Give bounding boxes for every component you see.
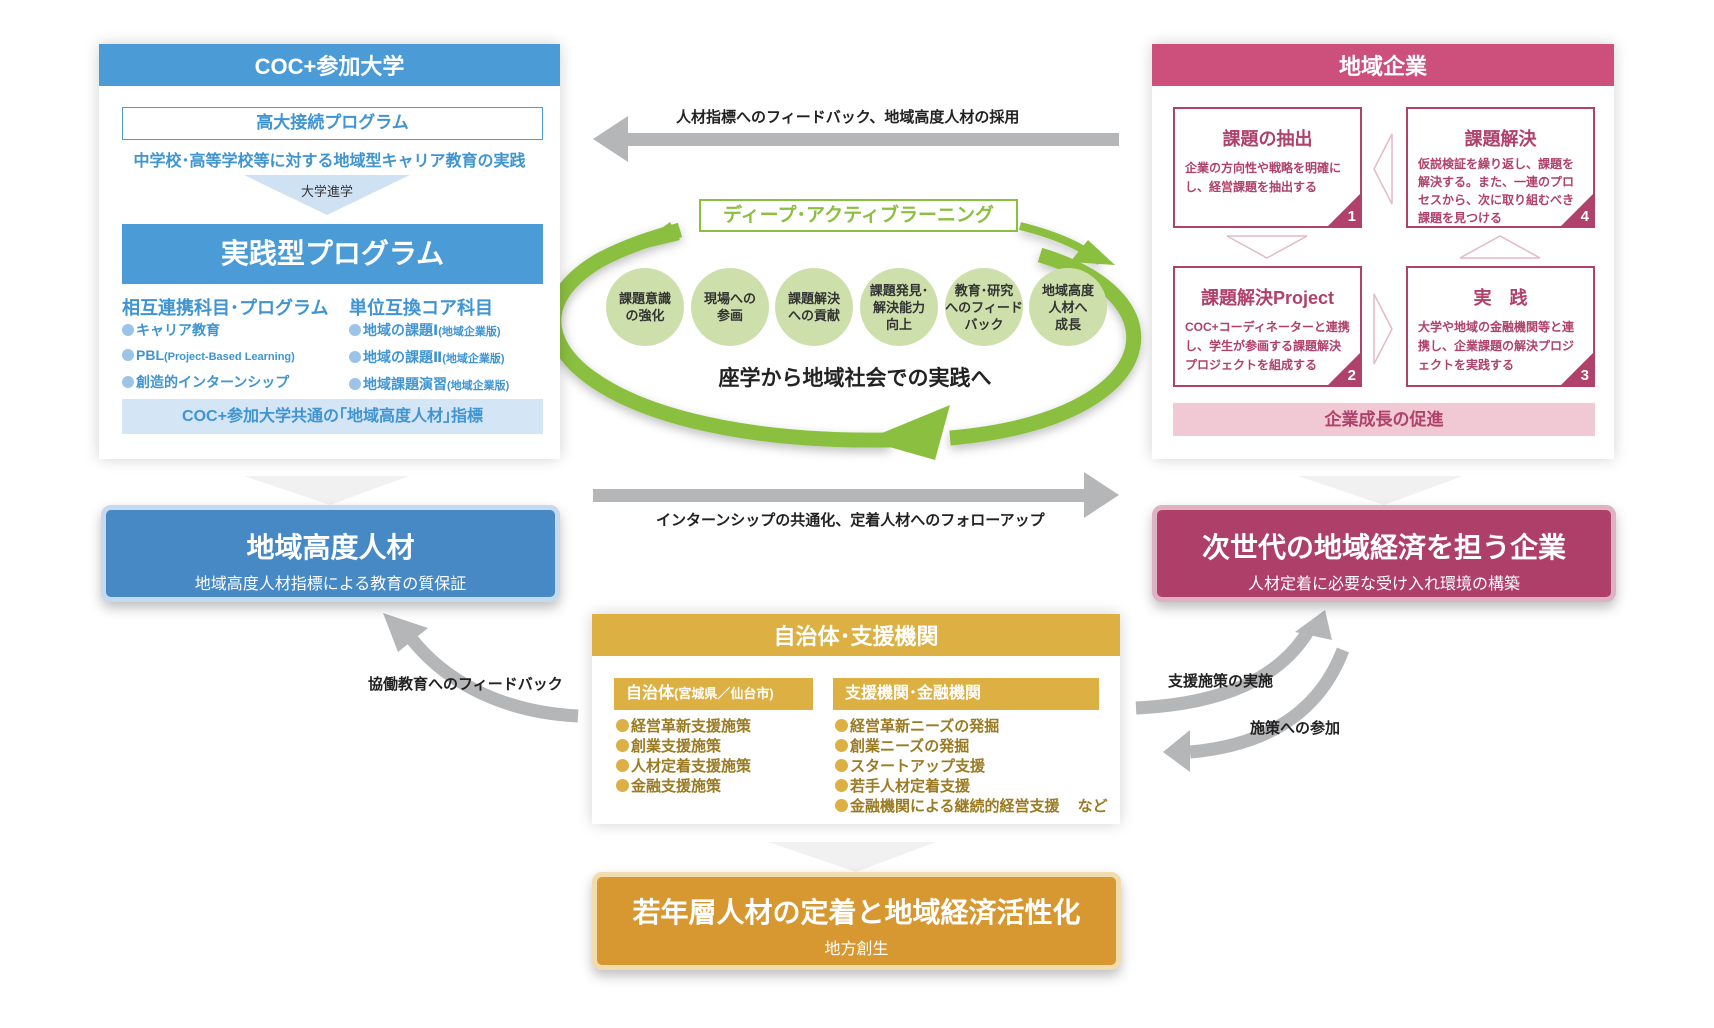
arrow-left-feedback <box>593 116 1119 162</box>
gov-col1-list: 経営革新支援施策 創業支援施策 人材定着支援施策 金融支援施策 <box>616 717 751 797</box>
gov-col2-list: 経営革新ニーズの発掘 創業ニーズの発掘 スタートアップ支援 若手人材定着支援 金… <box>835 717 1108 817</box>
bullet-icon <box>122 324 134 336</box>
cycle-circle: 現場への 参画 <box>691 268 769 346</box>
list-item: 地域の課題Ⅰ(地域企業版) <box>349 318 509 345</box>
bullet-icon <box>835 799 848 812</box>
bullet-icon <box>122 349 134 361</box>
col1-list: キャリア教育 PBL(Project-Based Learning) 創造的イン… <box>122 318 295 395</box>
list-item: 経営革新支援施策 <box>616 717 751 737</box>
enterprise-subtitle: 人材定着に必要な受け入れ環境の構築 <box>1247 576 1520 593</box>
government-panel: 自治体･支援機関 自治体(宮城県／仙台市) 支援機関･金融機関 経営革新支援施策… <box>592 614 1120 824</box>
cycle-circle: 課題発見･ 解決能力 向上 <box>860 268 938 346</box>
list-item: 金融機関による継続的経営支援など <box>835 797 1108 817</box>
bridge-program-desc: 中学校･高等学校等に対する地域型キャリア教育の実践 <box>133 153 526 170</box>
bullet-icon <box>835 759 848 772</box>
arrow-curved-support <box>1135 610 1332 715</box>
list-item: 地域の課題Ⅱ(地域企業版) <box>349 345 509 372</box>
cycle-caption: 座学から地域社会での実践へ <box>718 367 992 390</box>
bullet-icon <box>616 739 629 752</box>
practical-program-banner: 実践型プログラム <box>122 224 543 284</box>
feedback-edu-label: 協働教育へのフィードバック <box>368 676 563 693</box>
step-card-4: 課題解決仮説検証を繰り返し、課題を解決する。また、一連のプロセスから、次に取り組… <box>1406 107 1595 228</box>
arrow-curved-policy <box>1163 647 1350 772</box>
talent-box: 地域高度人材 地域高度人材指標による教育の質保証 <box>101 505 560 602</box>
bullet-icon <box>616 719 629 732</box>
arrow-up-icon <box>1459 235 1541 259</box>
bullet-icon <box>122 376 134 388</box>
cycle-arrowhead-left <box>630 222 680 252</box>
result-box: 若年層人材の定着と地域経済活性化 地方創生 <box>592 872 1121 970</box>
cycle-circle: 課題意識 の強化 <box>606 268 684 346</box>
bottom-arrow-label: インターンシップの共通化、定着人材へのフォローアップ <box>656 512 1045 529</box>
bullet-icon <box>835 719 848 732</box>
bullet-icon <box>835 739 848 752</box>
university-header: COC+参加大学 <box>99 44 560 86</box>
talent-title: 地域高度人材 <box>246 532 415 563</box>
arrow-right-internship <box>593 472 1119 518</box>
advance-label: 大学進学 <box>300 184 353 199</box>
support-impl-label: 支援施策の実施 <box>1168 673 1274 690</box>
col2-heading: 単位互換コア科目 <box>349 298 493 318</box>
company-header: 地域企業 <box>1152 44 1614 86</box>
cycle-title: ディープ･アクティブラーニング <box>699 199 1018 232</box>
talent-subtitle: 地域高度人材指標による教育の質保証 <box>194 576 467 593</box>
list-item: 創業支援施策 <box>616 737 751 757</box>
bullet-icon <box>349 378 361 390</box>
enterprise-box: 次世代の地域経済を担う企業 人材定着に必要な受け入れ環境の構築 <box>1152 505 1616 602</box>
gov-col1-heading: 自治体(宮城県／仙台市) <box>614 678 813 710</box>
cycle-circle: 教育･研究 へのフィード バック <box>945 268 1023 346</box>
list-item: 人材定着支援施策 <box>616 757 751 777</box>
list-item: PBL(Project-Based Learning) <box>122 343 295 370</box>
bullet-icon <box>835 779 848 792</box>
result-subtitle: 地方創生 <box>824 941 889 958</box>
government-header: 自治体･支援機関 <box>592 614 1120 656</box>
cycle-circle: 課題解決 への貢献 <box>775 268 853 346</box>
col1-heading: 相互連携科目･プログラム <box>122 298 329 318</box>
gov-col2-heading: 支援機関･金融機関 <box>833 678 1099 710</box>
cycle-circle: 地域高度 人材へ 成長 <box>1029 268 1107 346</box>
list-item: 若手人材定着支援 <box>835 777 1108 797</box>
bullet-icon <box>616 759 629 772</box>
indicator-band: COC+参加大学共通の｢地域高度人材｣指標 <box>122 399 543 434</box>
list-item: 創造的インターンシップ <box>122 370 295 395</box>
result-title: 若年層人材の定着と地域経済活性化 <box>632 897 1081 928</box>
list-item: 金融支援施策 <box>616 777 751 797</box>
bullet-icon <box>616 779 629 792</box>
chevron-down-government <box>768 842 936 872</box>
chevron-down-university <box>244 476 409 505</box>
bridge-program-box: 高大接続プログラム <box>122 107 543 140</box>
university-panel: COC+参加大学 高大接続プログラム 中学校･高等学校等に対する地域型キャリア教… <box>99 44 560 459</box>
arrow-down-icon <box>1226 235 1308 259</box>
cycle-arrowhead-bottom <box>865 405 950 460</box>
list-item: 経営革新ニーズの発掘 <box>835 717 1108 737</box>
top-arrow-label: 人材指標へのフィードバック、地域高度人材の採用 <box>676 109 1020 126</box>
step-flow-arrows <box>1226 133 1541 365</box>
chevron-down-company <box>1298 476 1463 505</box>
arrow-curved-feedback-edu <box>383 613 579 723</box>
growth-band: 企業成長の促進 <box>1173 403 1595 436</box>
list-item: キャリア教育 <box>122 318 295 343</box>
col2-list: 地域の課題Ⅰ(地域企業版) 地域の課題Ⅱ(地域企業版) 地域課題演習(地域企業版… <box>349 318 509 399</box>
bullet-icon <box>349 324 361 336</box>
bullet-icon <box>349 351 361 363</box>
list-item: 地域課題演習(地域企業版) <box>349 372 509 399</box>
policy-join-label: 施策への参加 <box>1250 720 1341 737</box>
enterprise-title: 次世代の地域経済を担う企業 <box>1201 532 1566 563</box>
arrow-left-icon <box>1373 133 1393 205</box>
list-item: スタートアップ支援 <box>835 757 1108 777</box>
arrow-right-icon <box>1373 293 1393 365</box>
advance-triangle <box>244 175 410 215</box>
cycle-arrowhead-right <box>1070 240 1115 265</box>
list-item: 創業ニーズの発掘 <box>835 737 1108 757</box>
